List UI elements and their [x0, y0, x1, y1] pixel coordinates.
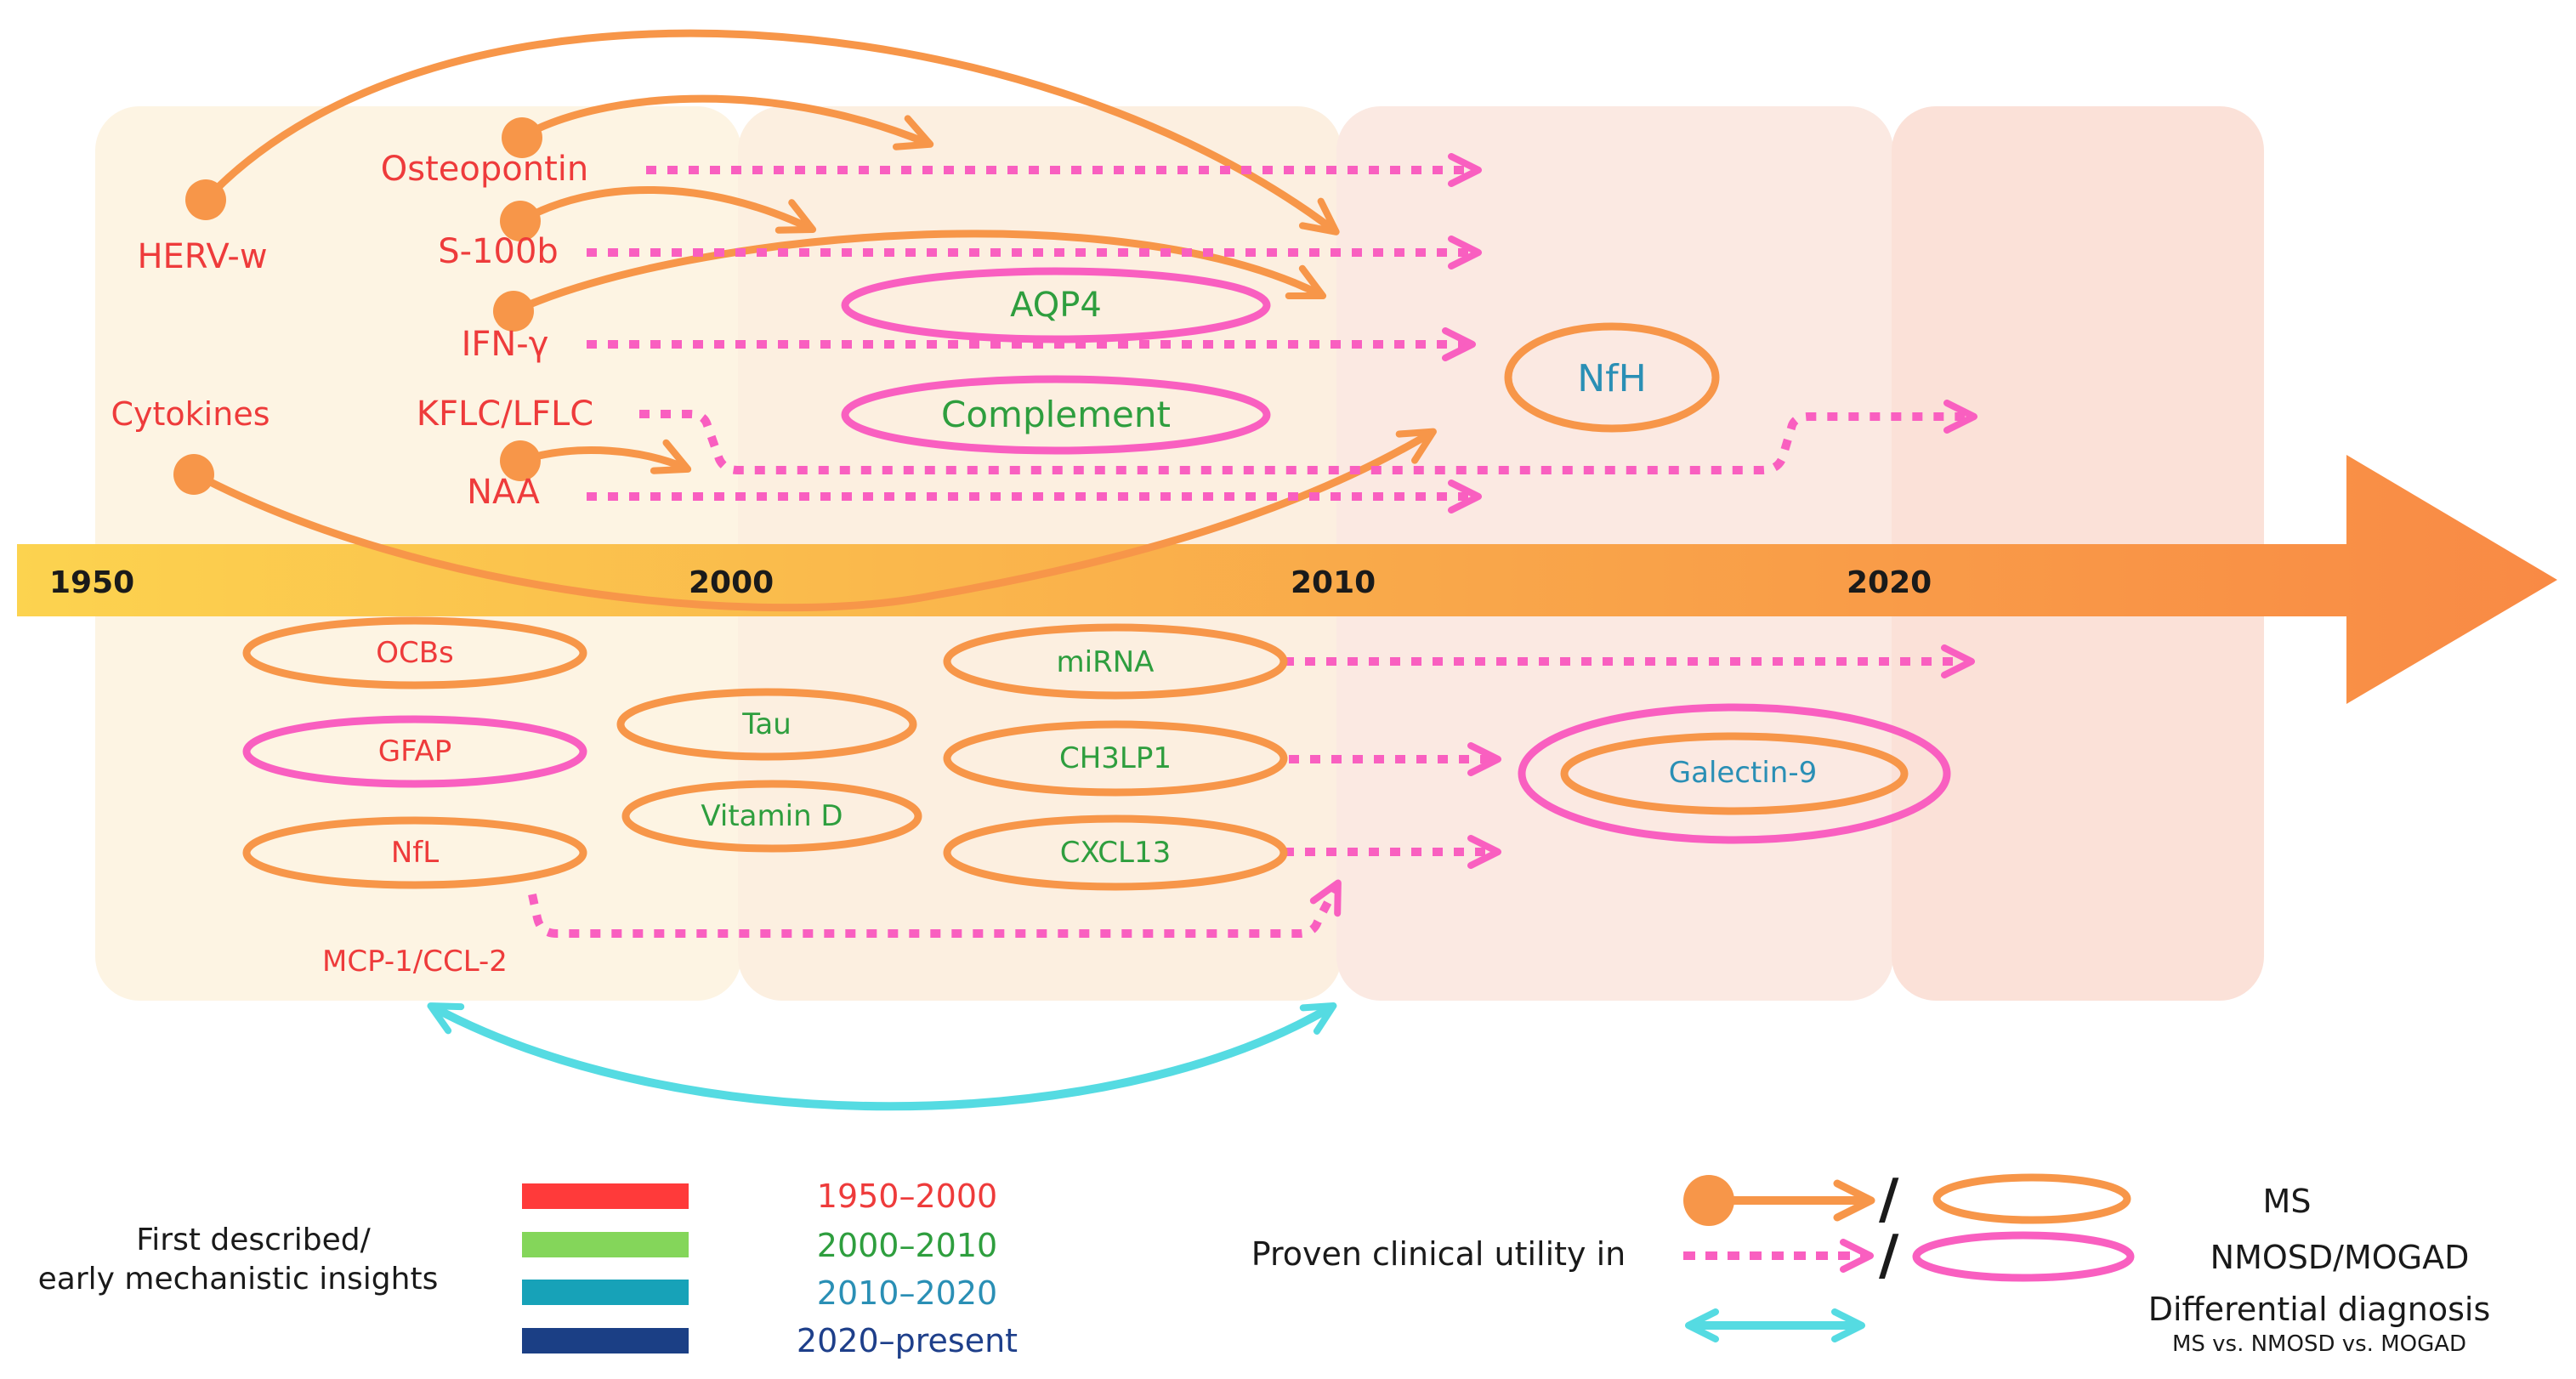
legend-period-2020-present: 2020–present: [797, 1322, 1018, 1359]
nfl-nmosd-arrow: [528, 879, 1342, 938]
mcp1-label: MCP-1/CCL-2: [322, 945, 508, 979]
osteopontin-ms-arrow: [516, 94, 934, 150]
tau-label: Tau: [741, 707, 792, 741]
s100b-label: S-100b: [438, 232, 559, 271]
legend-period-2000-2010: 2000–2010: [817, 1227, 997, 1264]
herv-w-ms-arrow: [201, 29, 1340, 236]
year-label-2000: 2000: [689, 565, 774, 600]
gfap-label: GFAP: [378, 735, 452, 769]
nfh-label: NfH: [1577, 357, 1647, 400]
complement-ellipse: [841, 375, 1271, 455]
differential-diagnosis-arrow: [427, 1002, 1337, 1111]
legend-swatch-2010-2020: [522, 1280, 689, 1305]
herv-w-dot: [185, 179, 226, 220]
herv-w-label: HERV-w: [137, 237, 267, 276]
timeline-axis-arrow: [17, 455, 2557, 704]
ifn-gamma-ms-arrow: [509, 230, 1327, 315]
aqp4-ellipse: [841, 267, 1271, 343]
galectin-9-outer-ellipse: [1518, 703, 1951, 844]
gfap-ellipse: [242, 715, 587, 788]
legend-swatch-2020-present: [522, 1328, 689, 1353]
legend-diff-dx-sublabel: MS vs. NMOSD vs. MOGAD: [2172, 1331, 2466, 1357]
legend-ms-dot: [1683, 1175, 1734, 1226]
legend-period-1950-2000: 1950–2000: [817, 1178, 997, 1215]
legend-first-described-line1: First described/: [136, 1223, 371, 1257]
legend-nmosd-ellipse: [1912, 1231, 2135, 1282]
ocbs-ellipse: [242, 616, 587, 690]
nfh-ellipse: [1504, 322, 1720, 433]
nfl-ellipse: [242, 816, 587, 889]
legend-swatch-2000-2010: [522, 1232, 689, 1257]
kflc-lflc-label: KFLC/LFLC: [417, 394, 593, 434]
s100b-dot: [500, 201, 541, 241]
legend-ms-slash: /: [1879, 1168, 1899, 1231]
cytokines-label: Cytokines: [111, 395, 270, 433]
vitamin-d-ellipse: [621, 780, 922, 853]
kflc-lflc-nmosd-arrow: [639, 400, 1977, 474]
legend-ms-label: MS: [2263, 1183, 2312, 1220]
naa-label: NAA: [467, 473, 540, 512]
legend-nmosd-label: NMOSD/MOGAD: [2210, 1239, 2470, 1276]
legend-swatch-1950-2000: [522, 1183, 689, 1209]
legend-ms-ellipse: [1932, 1173, 2131, 1224]
year-label-2020: 2020: [1847, 565, 1932, 600]
year-label-1950: 1950: [49, 565, 134, 600]
cxcl13-label: CXCL13: [1060, 836, 1172, 870]
aqp4-label: AQP4: [1010, 286, 1102, 325]
complement-label: Complement: [941, 394, 1171, 435]
legend-diff-dx-label: Differential diagnosis: [2148, 1291, 2491, 1328]
nfl-label: NfL: [391, 836, 439, 870]
ch3lp1-label: CH3LP1: [1059, 741, 1172, 775]
galectin-9-inner-ellipse: [1560, 732, 1909, 815]
year-label-2010: 2010: [1291, 565, 1376, 600]
osteopontin-label: Osteopontin: [381, 150, 588, 189]
legend-first-described-line2: early mechanistic insights: [38, 1262, 439, 1297]
mirna-label: miRNA: [1057, 645, 1155, 679]
ocbs-label: OCBs: [376, 636, 454, 670]
cytokines-dot: [173, 454, 214, 495]
tau-ellipse: [616, 688, 917, 761]
vitamin-d-label: Vitamin D: [701, 799, 843, 833]
s100b-ms-arrow: [516, 186, 817, 234]
ifn-gamma-label: IFN-γ: [462, 325, 549, 364]
cxcl13-ellipse: [943, 814, 1288, 891]
osteopontin-dot: [502, 117, 542, 158]
ifn-gamma-dot: [493, 291, 534, 332]
naa-dot: [500, 440, 541, 481]
ch3lp1-ellipse: [943, 720, 1288, 797]
legend-period-2010-2020: 2010–2020: [817, 1274, 997, 1312]
cytokines-ms-arrow: [191, 428, 1437, 612]
legend: First described/ early mechanistic insig…: [38, 1168, 2491, 1359]
galectin-9-label: Galectin-9: [1669, 756, 1817, 790]
legend-proven-utility: Proven clinical utility in: [1251, 1235, 1626, 1273]
naa-ms-arrow: [516, 439, 692, 474]
mirna-ellipse: [943, 623, 1288, 700]
legend-nmosd-slash: /: [1879, 1224, 1899, 1287]
